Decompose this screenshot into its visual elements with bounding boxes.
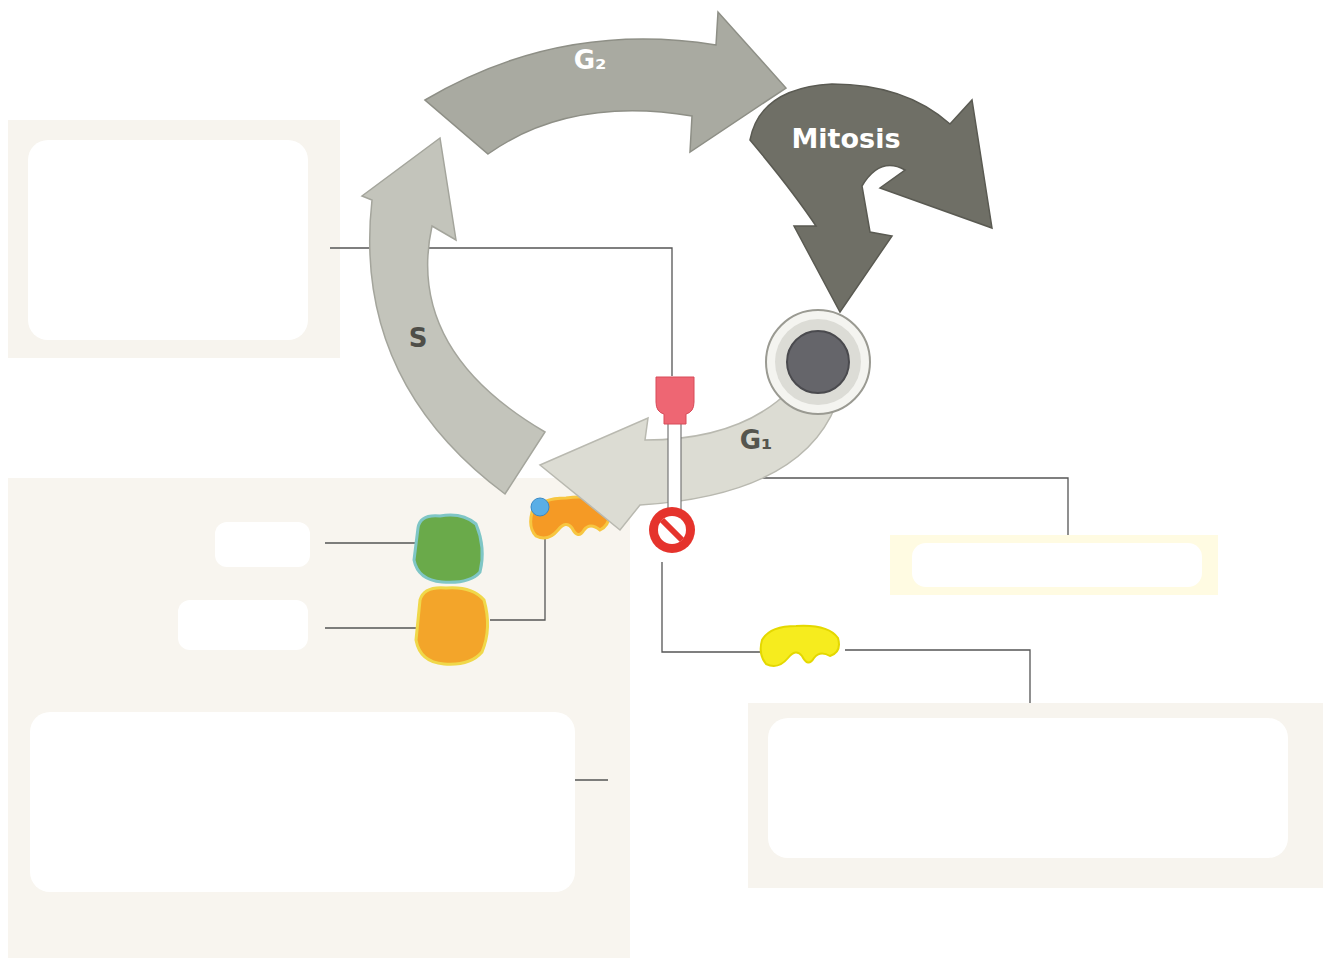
cell-cytoplasm	[775, 319, 861, 405]
leader-line	[662, 562, 760, 652]
e2f-protein	[656, 377, 694, 424]
phosphate-dot	[531, 498, 549, 516]
free-rb-protein	[761, 626, 839, 666]
cdk-protein	[416, 588, 488, 665]
phase-arrow-shape	[362, 138, 545, 494]
phase-arrow-shape	[425, 12, 786, 154]
phase-arrow-outline	[744, 78, 996, 316]
blank-label	[215, 522, 310, 567]
phase-arrow-outline	[418, 8, 790, 158]
leader-line	[845, 650, 1030, 703]
cycle-phase-arrow: G₂	[418, 8, 790, 158]
e2f-clamp	[656, 377, 694, 518]
cyclin-protein	[414, 515, 482, 582]
phase-arrow-outline	[356, 134, 550, 498]
blank-label	[30, 712, 575, 892]
blank-label	[178, 600, 308, 650]
blank-panel	[748, 703, 1323, 888]
cell-membrane	[766, 310, 870, 414]
blank-label	[28, 140, 308, 340]
stop-sign-bar	[662, 520, 682, 540]
phase-label: S	[409, 325, 428, 351]
cycle-phase-arrow: S	[356, 134, 550, 498]
leader-line	[325, 542, 420, 543]
leader-line	[575, 779, 608, 780]
cell-nucleus	[787, 331, 849, 393]
leader-line	[325, 627, 420, 628]
phase-arrow-shape	[750, 84, 992, 312]
blank-panel	[890, 535, 1218, 595]
phase-label: Mitosis	[792, 125, 901, 152]
blanked-label-panels	[8, 120, 1323, 958]
daughter-cell	[766, 310, 870, 414]
blank-panel	[8, 120, 340, 358]
phase-label: G₂	[574, 47, 607, 73]
clamp-stem	[668, 418, 681, 518]
blank-label	[912, 543, 1202, 587]
stop-sign-inner	[658, 516, 686, 544]
blank-label	[768, 718, 1288, 858]
cycle-phase-arrow: Mitosis	[744, 78, 996, 316]
stop-sign-disc	[649, 507, 695, 553]
blank-panel	[8, 478, 630, 958]
phase-label: G₁	[740, 427, 773, 453]
leader-line	[490, 528, 545, 620]
cyclin-cdk-complex	[414, 515, 488, 664]
stop-sign	[649, 507, 695, 553]
